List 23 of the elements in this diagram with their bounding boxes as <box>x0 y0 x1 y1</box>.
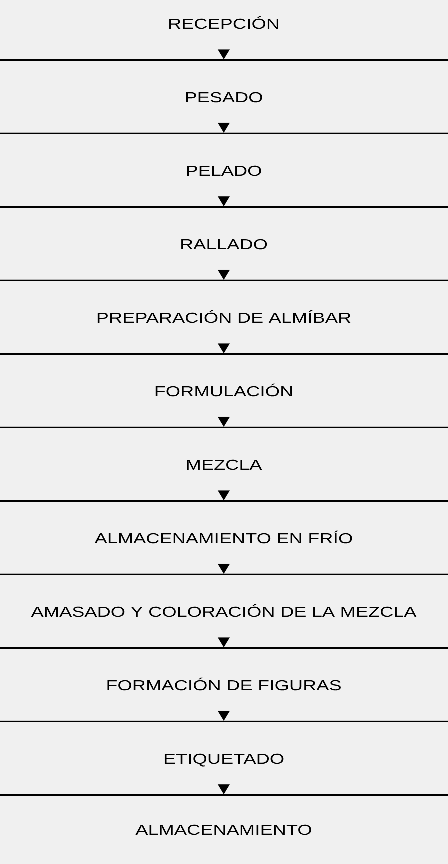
arrow <box>218 123 230 133</box>
arrow <box>218 196 230 206</box>
arrow <box>218 490 230 501</box>
step-band: PELADO <box>0 134 448 208</box>
step-band: FORMULACIÓN <box>0 355 448 428</box>
arrow <box>218 50 230 60</box>
arrow <box>218 417 230 428</box>
step-band: PESADO <box>0 61 448 134</box>
step-band: ETIQUETADO <box>0 722 448 796</box>
step-band: RALLADO <box>0 208 448 282</box>
step-band: FORMACIÓN DE FIGURAS <box>0 649 448 722</box>
arrow <box>218 784 230 795</box>
arrow <box>218 711 230 722</box>
step-band: RECEPCIÓN <box>0 0 448 61</box>
step-band: AMASADO Y COLORACIÓN DE LA MEZCLA <box>0 576 448 649</box>
step-band: ALMACENAMIENTO <box>0 796 448 864</box>
arrow <box>218 344 230 354</box>
step-band: PREPARACIÓN DE ALMÍBAR <box>0 282 448 355</box>
step-band: MEZCLA <box>0 428 448 502</box>
step-band: ALMACENAMIENTO EN FRÍO <box>0 502 448 576</box>
arrow <box>218 270 230 280</box>
arrow <box>218 638 230 648</box>
arrow <box>218 564 230 574</box>
